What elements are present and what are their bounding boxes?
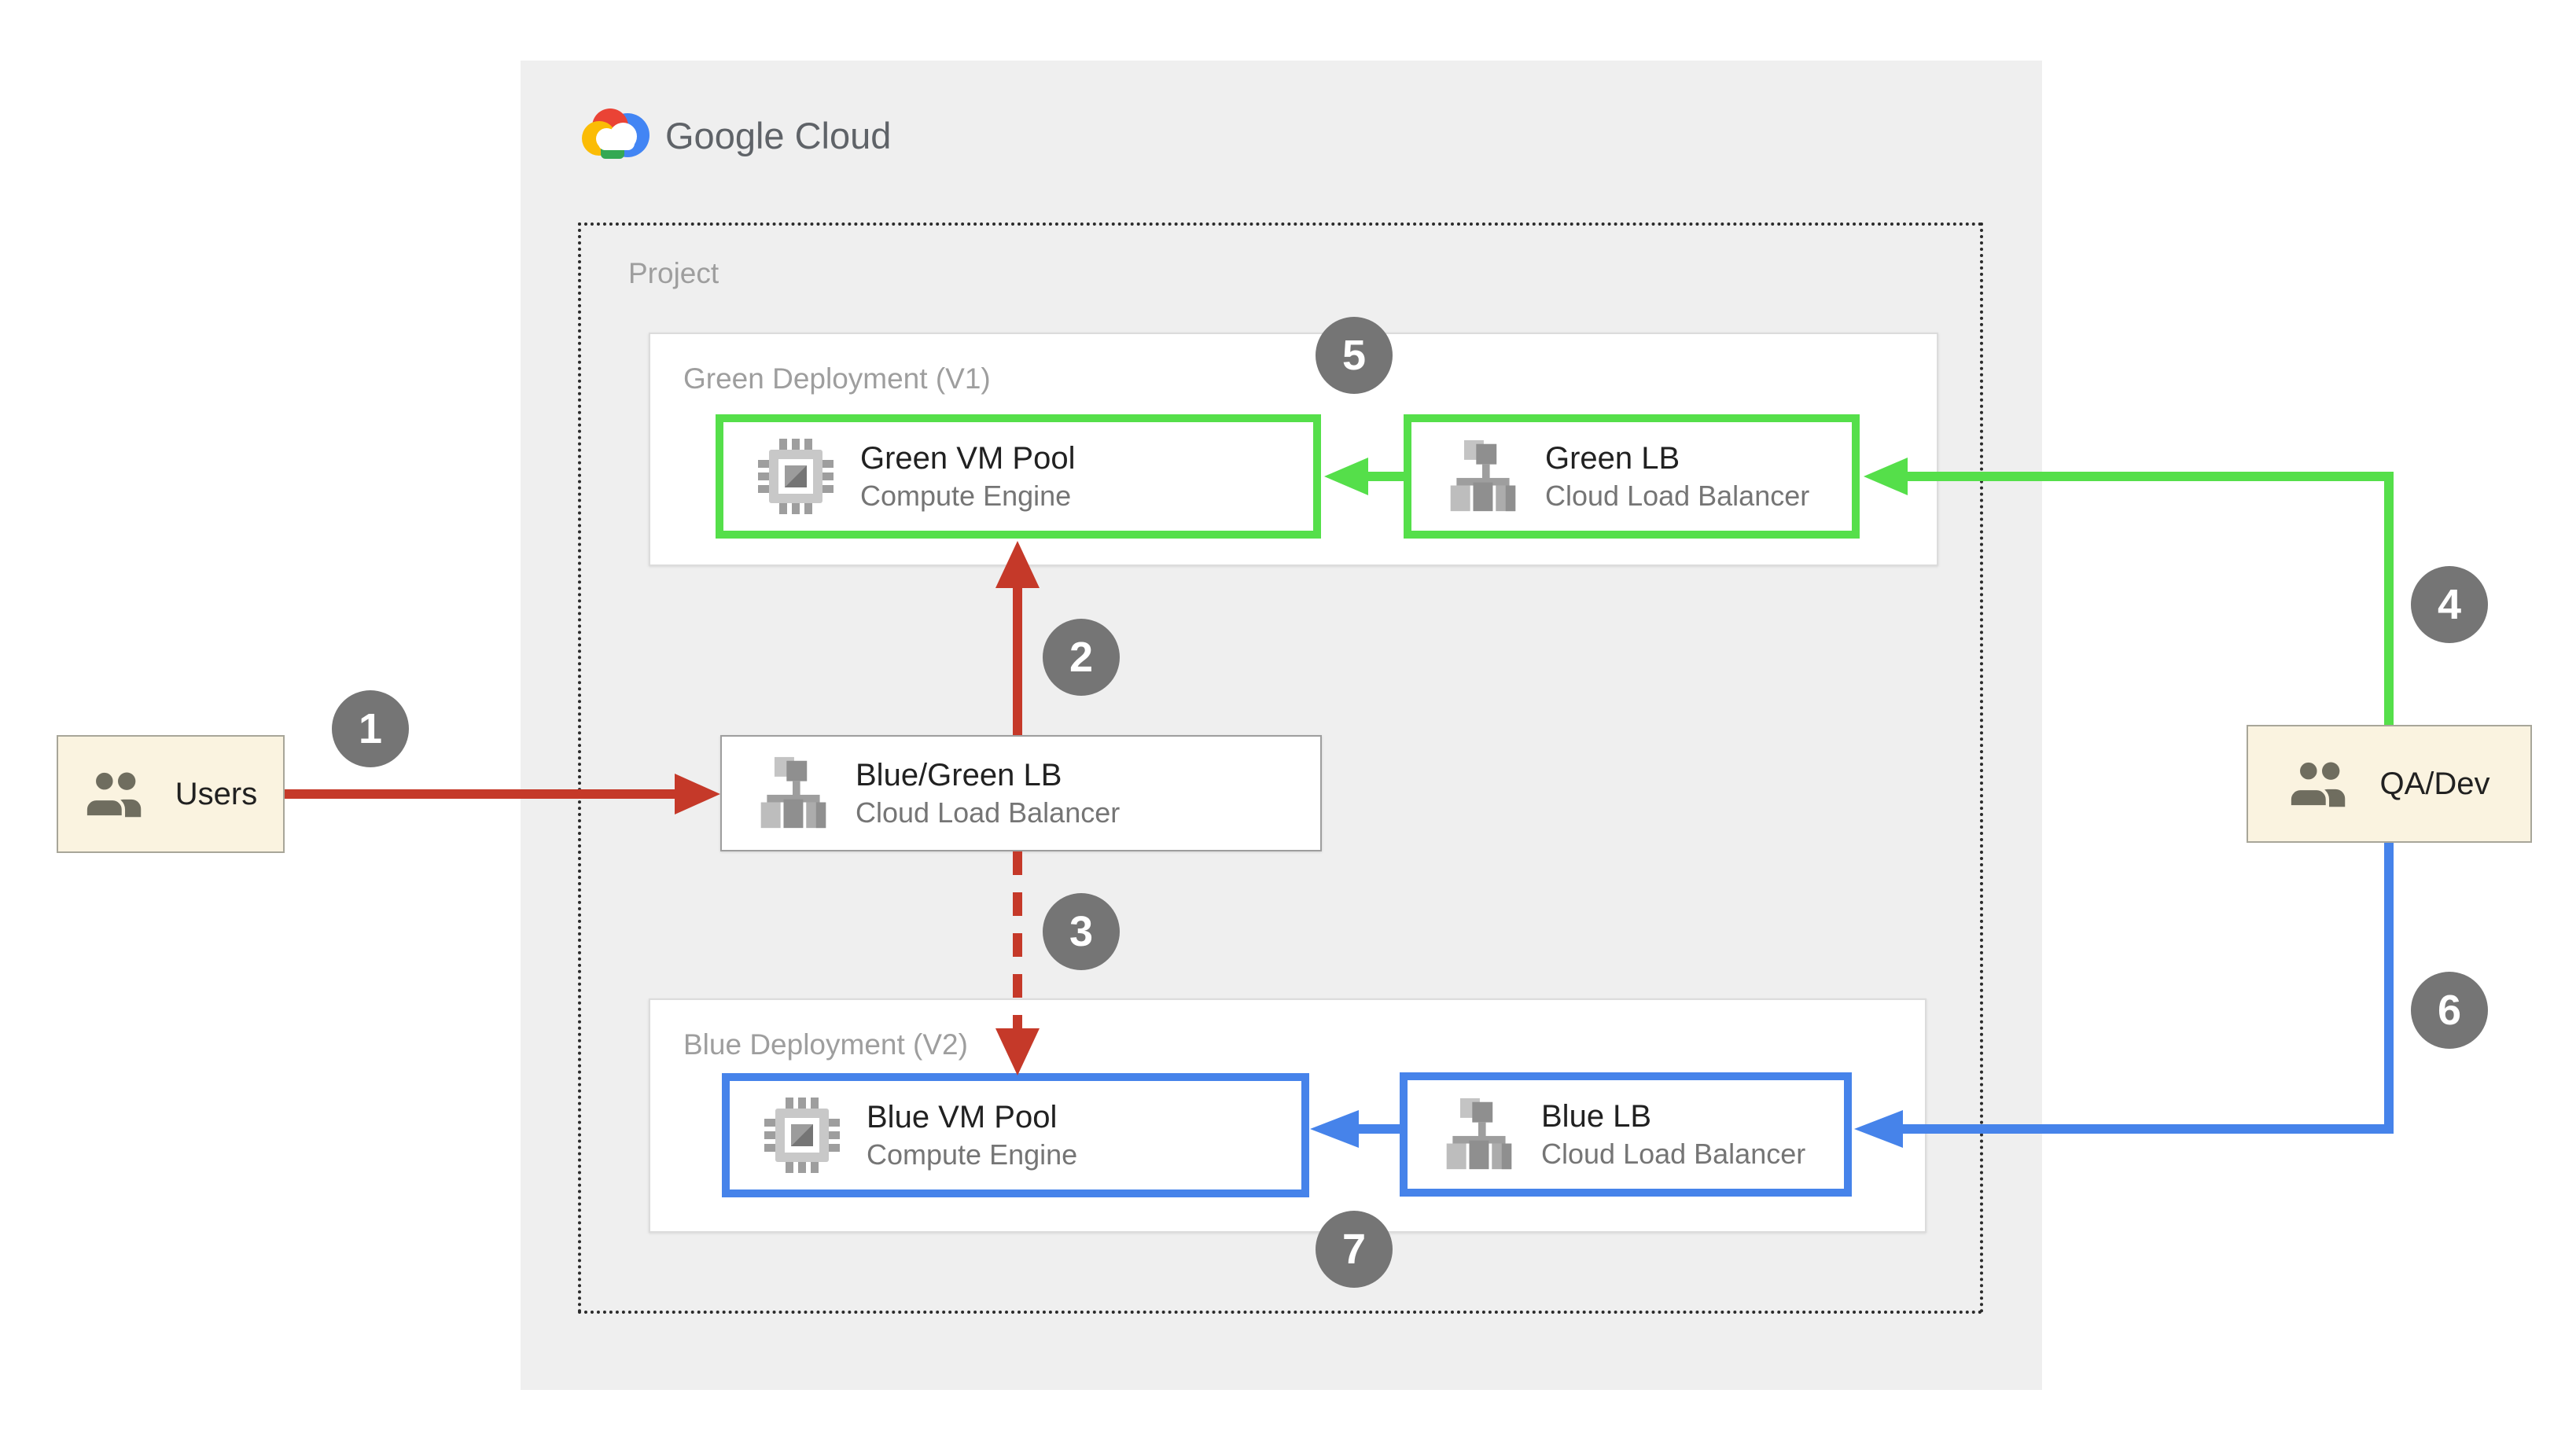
arrow-green-lb-to-green-vm (1368, 472, 1404, 481)
arrowhead-right-icon (675, 774, 720, 814)
qa-dev-actor: QA/Dev (2247, 725, 2532, 843)
node-subtitle: Cloud Load Balancer (856, 796, 1121, 829)
load-balancer-icon (1446, 1098, 1512, 1170)
blue-green-lb-node: Blue/Green LB Cloud Load Balancer (720, 735, 1322, 851)
node-subtitle: Cloud Load Balancer (1541, 1138, 1806, 1170)
step-badge-3: 3 (1043, 893, 1120, 970)
arrow-qa-to-blue-lb-vertical (2384, 843, 2394, 1134)
arrow-qa-to-green-lb-horizontal (1908, 472, 2394, 481)
arrowhead-left-icon (1324, 458, 1368, 495)
node-subtitle: Compute Engine (860, 480, 1072, 512)
green-deployment-title: Green Deployment (V1) (683, 362, 991, 395)
users-icon (84, 770, 152, 818)
project-label: Project (628, 257, 719, 289)
green-lb-node: Green LB Cloud Load Balancer (1404, 414, 1860, 539)
arrow-qa-to-green-lb-vertical (2384, 472, 2394, 725)
load-balancer-icon (760, 756, 826, 829)
node-title: Blue LB (1541, 1099, 1652, 1134)
step-badge-1: 1 (332, 690, 409, 767)
node-title: Blue/Green LB (856, 758, 1062, 792)
google-cloud-icon (582, 108, 650, 162)
arrow-users-to-router (285, 789, 675, 799)
users-icon (2288, 759, 2356, 808)
step-badge-7: 7 (1316, 1211, 1393, 1288)
arrow-router-to-blue-vm-dashed (1013, 851, 1022, 1031)
actor-label: Users (175, 776, 258, 811)
users-actor: Users (57, 735, 285, 853)
blue-lb-node: Blue LB Cloud Load Balancer (1400, 1072, 1852, 1197)
blue-vm-pool-node: Blue VM Pool Compute Engine (722, 1073, 1309, 1197)
node-subtitle: Compute Engine (867, 1138, 1078, 1171)
step-badge-5: 5 (1316, 317, 1393, 394)
step-badge-4: 4 (2411, 566, 2488, 643)
blue-deployment-title: Blue Deployment (V2) (683, 1028, 968, 1061)
step-badge-6: 6 (2411, 972, 2488, 1049)
arrowhead-left-icon (1864, 458, 1908, 495)
node-title: Green VM Pool (860, 441, 1076, 476)
node-title: Blue VM Pool (867, 1100, 1058, 1134)
compute-engine-icon (758, 439, 834, 514)
arrow-blue-lb-to-blue-vm (1359, 1124, 1400, 1134)
green-vm-pool-node: Green VM Pool Compute Engine (716, 414, 1321, 539)
arrowhead-down-icon (995, 1028, 1040, 1076)
arrow-router-to-green-vm (1013, 586, 1022, 735)
node-title: Green LB (1545, 441, 1680, 476)
project-boundary: Project (578, 222, 1983, 1314)
arrow-qa-to-blue-lb-horizontal (1903, 1124, 2394, 1134)
load-balancer-icon (1450, 439, 1516, 512)
compute-engine-icon (764, 1098, 840, 1173)
arrowhead-up-icon (995, 541, 1040, 588)
google-cloud-logo: Google Cloud (582, 108, 891, 162)
brand-name: Google Cloud (665, 114, 892, 156)
arrowhead-left-icon (1310, 1110, 1359, 1148)
arrowhead-left-icon (1854, 1110, 1903, 1148)
node-subtitle: Cloud Load Balancer (1545, 480, 1810, 512)
step-badge-2: 2 (1043, 619, 1120, 696)
actor-label: QA/Dev (2379, 766, 2490, 801)
